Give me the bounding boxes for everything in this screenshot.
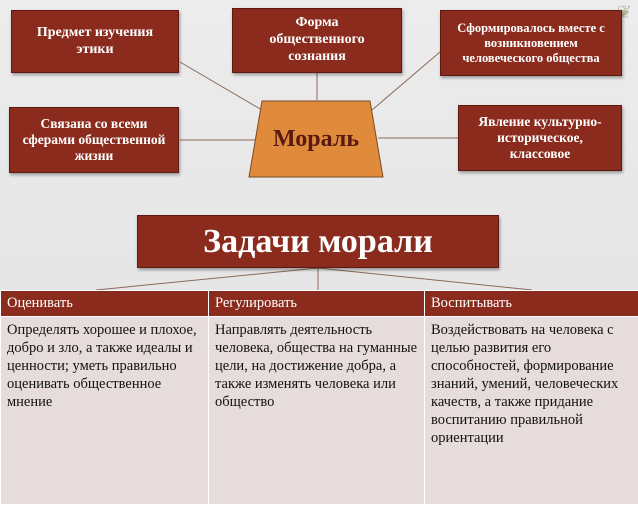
concept-subject-label: Предмет изучения этики	[22, 25, 168, 59]
concept-connected-label: Связана со всеми сферами общественной жи…	[16, 116, 172, 165]
cell-evaluate: Определять хорошее и плохое, добро и зло…	[1, 317, 209, 505]
concept-form-label: Форма общественного сознания	[247, 15, 387, 65]
concept-form: Форма общественного сознания	[232, 8, 402, 73]
table-header-row: Оценивать Регулировать Воспитывать	[1, 291, 638, 317]
header-regulate: Регулировать	[209, 291, 425, 317]
tasks-title-label: Задачи морали	[203, 223, 433, 261]
header-educate: Воспитывать	[425, 291, 638, 317]
concept-phenomenon-label: Явление культурно-историческое, классово…	[467, 114, 613, 163]
concept-connected: Связана со всеми сферами общественной жи…	[9, 107, 179, 173]
tasks-table: Оценивать Регулировать Воспитывать Опред…	[0, 290, 638, 505]
central-concept: Мораль	[248, 100, 384, 178]
concept-subject: Предмет изучения этики	[11, 10, 179, 73]
concept-phenomenon: Явление культурно-историческое, классово…	[458, 105, 622, 171]
concept-origin-label: Сформировалось вместе с возникновением ч…	[449, 21, 613, 66]
cell-educate: Воздействовать на человека с целью разви…	[425, 317, 638, 505]
central-concept-label: Мораль	[248, 100, 384, 178]
table-row: Определять хорошее и плохое, добро и зло…	[1, 317, 638, 505]
cell-regulate: Направлять деятельность человека, общест…	[209, 317, 425, 505]
concept-origin: Сформировалось вместе с возникновением ч…	[440, 10, 622, 76]
tasks-title: Задачи морали	[137, 215, 499, 268]
header-evaluate: Оценивать	[1, 291, 209, 317]
